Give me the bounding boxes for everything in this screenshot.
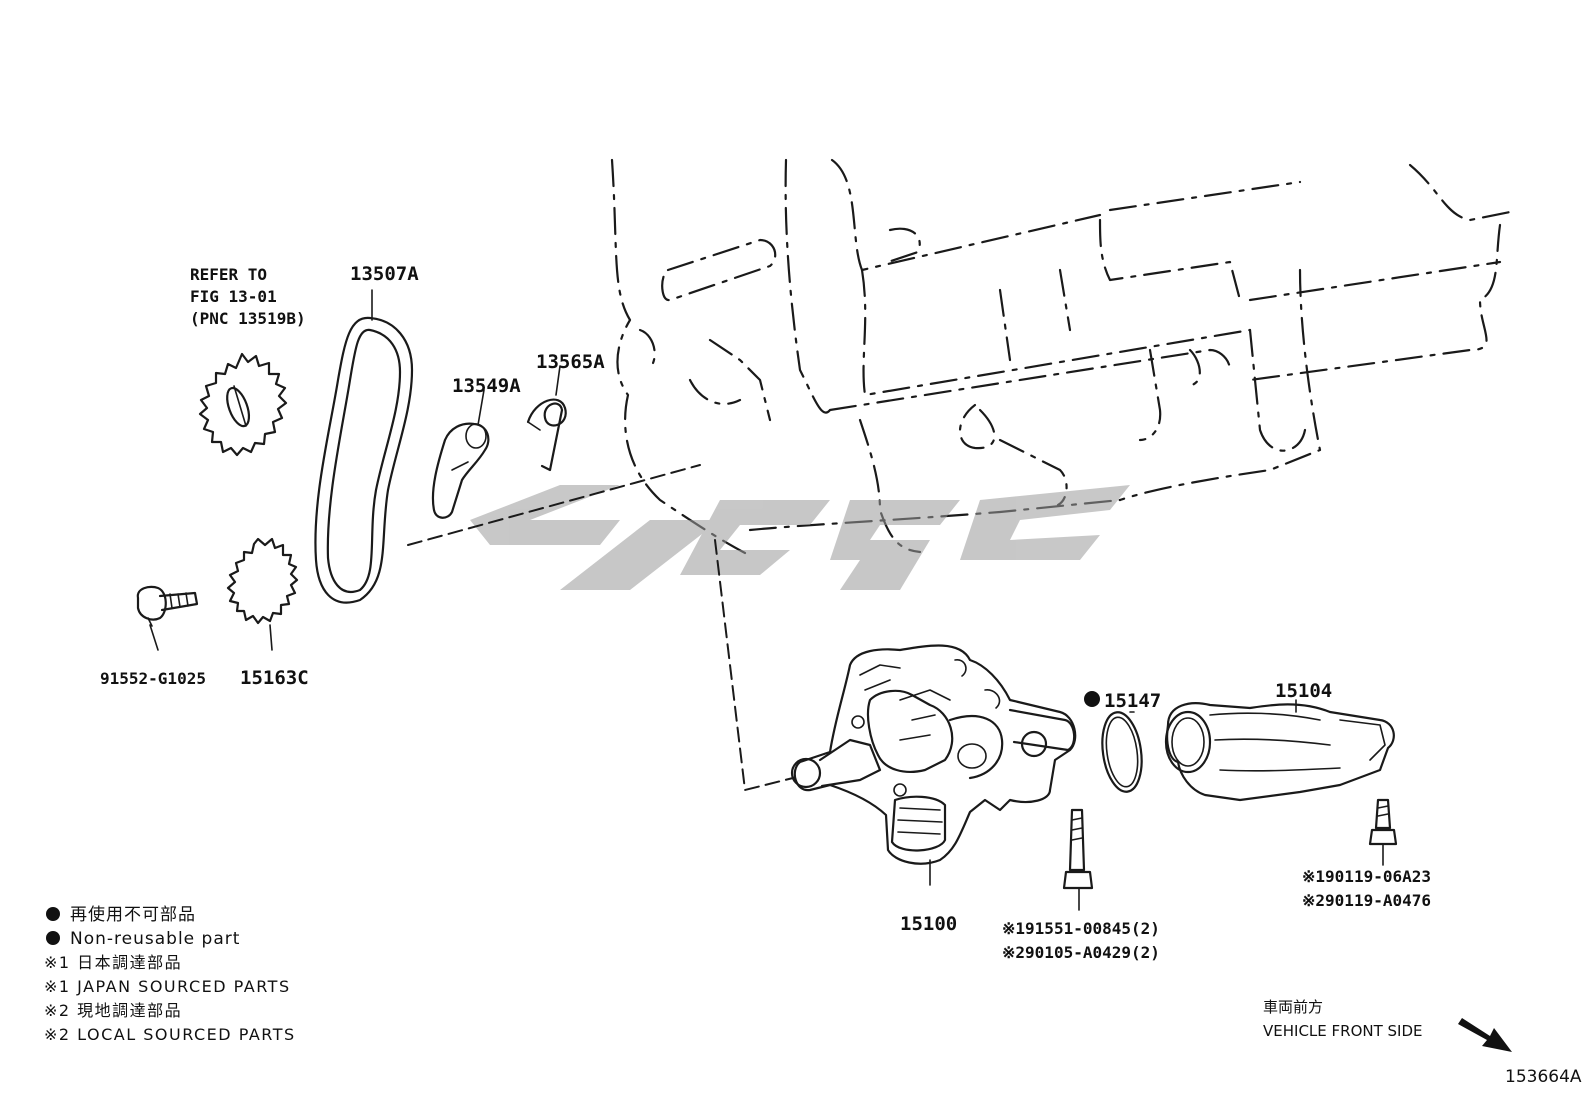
leader-lines [407,464,806,792]
vehicle-front-en: VEHICLE FRONT SIDE [1263,1022,1423,1040]
vehicle-front-jp: 車両前方 [1263,998,1323,1016]
sprocket-bolt [136,585,199,627]
watermark-logo [470,485,1130,590]
legend-nonreusable-en: Non-reusable part [70,929,240,949]
non-reusable-marker [1084,691,1100,707]
long-bolt [1062,808,1094,890]
part-label-15163c[interactable]: 15163C [240,667,309,689]
legend: 再使用不可部品 Non-reusable part ※1 日本調達部品 ※1 J… [44,904,296,1044]
vehicle-front-indicator: 車両前方 VEHICLE FRONT SIDE [1263,998,1512,1052]
legend-japan-sourced-en: ※1 JAPAN SOURCED PARTS [44,977,291,996]
legend-local-sourced-en: ※2 LOCAL SOURCED PARTS [44,1025,296,1044]
part-label-90105[interactable]: ※290105-A0429(2) [1002,943,1160,962]
figure-id: 153664A [1505,1067,1582,1087]
front-arrow-icon [1458,1018,1512,1052]
part-label-15104[interactable]: 15104 [1275,680,1332,702]
short-bolt [1368,798,1398,846]
oil-strainer [1164,702,1395,802]
legend-bullet-en [46,931,60,945]
part-label-13549a[interactable]: 13549A [452,375,521,397]
part-label-90119-06a23[interactable]: ※190119-06A23 [1302,867,1431,886]
part-label-13507a[interactable]: 13507A [350,263,419,285]
refer-note-line3: (PNC 13519B) [190,309,306,328]
refer-note-line1: REFER TO [190,265,267,284]
part-label-15147[interactable]: 15147 [1104,690,1161,712]
legend-local-sourced-jp: ※2 現地調達部品 [44,1001,182,1020]
legend-japan-sourced-jp: ※1 日本調達部品 [44,953,182,972]
part-label-15100[interactable]: 15100 [900,913,957,935]
legend-bullet-jp [46,907,60,921]
legend-nonreusable-jp: 再使用不可部品 [70,904,196,925]
callout-leaders [149,289,1384,911]
part-label-91552[interactable]: 91552-G1025 [100,669,206,688]
timing-chain [314,316,414,604]
tensioner-spring [526,398,567,472]
part-label-90119-a0476[interactable]: ※290119-A0476 [1302,891,1431,910]
oil-pump-assembly [790,644,1077,865]
upper-sprocket [198,352,288,457]
tensioner-arm [431,422,490,519]
part-label-13565a[interactable]: 13565A [536,351,605,373]
o-ring [1101,711,1143,793]
lower-sprocket [226,537,299,625]
part-label-91551[interactable]: ※191551-00845(2) [1002,919,1160,938]
refer-note-line2: FIG 13-01 [190,287,277,306]
